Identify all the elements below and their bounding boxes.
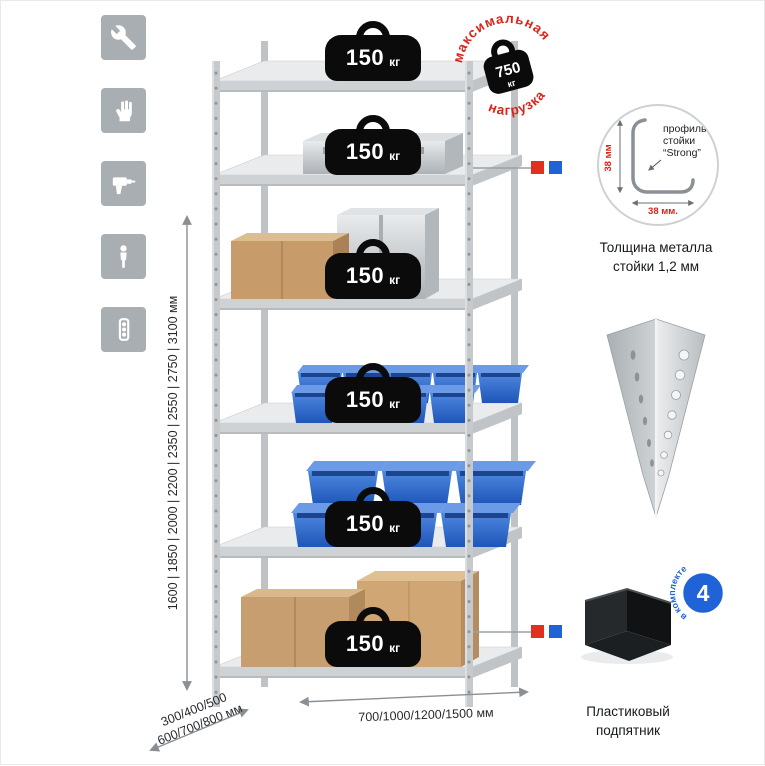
kit-count-badge: 4 в комплекте — [667, 564, 726, 622]
callout-square-red — [531, 161, 544, 174]
profile-horizontal-dim: 38 мм. — [648, 206, 678, 217]
callout-top — [473, 161, 562, 174]
profile-caption: Толщина металла стойки 1,2 мм — [599, 240, 713, 274]
shelf-load-badge: 150 кг — [325, 501, 421, 547]
drill-icon — [112, 177, 136, 195]
storage-bin — [477, 365, 529, 403]
rack-back-posts — [261, 41, 518, 687]
profile-detail-circle: 38 мм 38 мм. профиль стойки “Strong” — [597, 104, 719, 226]
gloves-icon — [116, 100, 132, 122]
shelf-load-badge: 150 кг — [325, 621, 421, 667]
load-unit: кг — [389, 55, 401, 69]
stamp-weight-body — [483, 49, 534, 94]
stamp-unit: кг — [506, 77, 517, 89]
dimension-lines — [149, 215, 529, 752]
profile-shape — [631, 118, 695, 194]
wrench-icon — [111, 25, 136, 50]
shelf-load-badge: 150 кг — [325, 35, 421, 81]
feature-icon-column — [101, 15, 146, 352]
shelf-load-badge: 150 кг — [325, 377, 421, 423]
plastic-foot-detail — [581, 587, 673, 664]
load-value: 150 — [345, 45, 385, 70]
profile-label-2: стойки — [663, 135, 695, 147]
callout-bottom — [473, 625, 562, 638]
profile-vertical-dim: 38 мм — [603, 144, 614, 171]
person-icon — [120, 245, 127, 268]
callout-square-blue — [549, 625, 562, 638]
max-load-stamp: 750 кг максимальная нагрузка — [441, 0, 556, 125]
shelf-load-badge: 150 кг — [325, 129, 421, 175]
angle-post-detail — [606, 318, 706, 518]
kit-count: 4 — [697, 580, 710, 606]
storage-bin — [380, 461, 462, 505]
depth-dimension-line — [149, 708, 249, 752]
person-feature — [101, 234, 146, 279]
height-dimension-label: 1600 | 1850 | 2000 | 2200 | 2350 | 2550 … — [166, 295, 180, 611]
shelf-load-badge: 150 кг — [325, 253, 421, 299]
rack-front-posts — [212, 61, 473, 707]
assembly-feature — [101, 15, 146, 60]
width-dimension-line — [299, 687, 529, 707]
profile-cross-section: 38 мм 38 мм. профиль стойки “Strong” — [603, 118, 707, 217]
power-strip-icon — [118, 318, 130, 341]
profile-label-3: “Strong” — [663, 147, 701, 159]
profile-label-1: профиль — [663, 123, 707, 135]
callout-square-blue — [549, 161, 562, 174]
foot-caption: Пластиковый подпятник — [586, 704, 670, 738]
drill-feature — [101, 161, 146, 206]
stamp-value: 750 — [494, 59, 523, 82]
callout-square-red — [531, 625, 544, 638]
power-strip-feature — [101, 307, 146, 352]
gloves-feature — [101, 88, 146, 133]
